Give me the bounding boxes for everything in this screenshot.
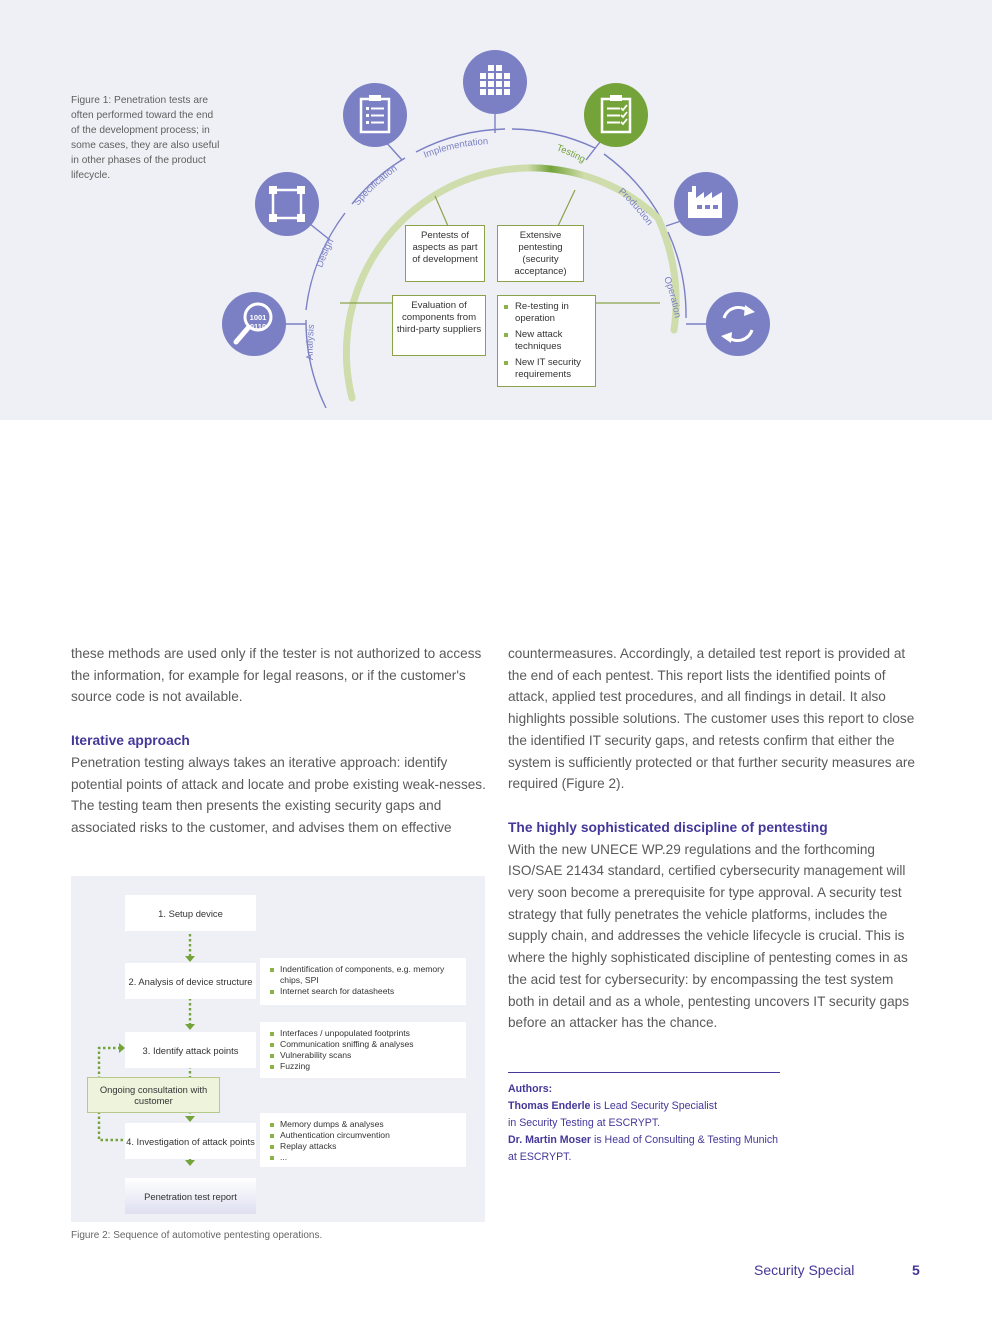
notes-investigation: Memory dumps & analyses Authentication c…: [260, 1113, 466, 1167]
authors-block: Authors: Thomas Enderle is Lead Security…: [508, 1081, 778, 1166]
list-item: New attack techniques: [504, 329, 589, 353]
phase-arc: [305, 128, 687, 409]
step-analysis: 2. Analysis of device structure: [125, 963, 256, 999]
svg-text:1001: 1001: [250, 313, 267, 322]
list-item: Replay attacks: [270, 1141, 458, 1152]
clipboard-list-icon: [343, 83, 407, 147]
author-role: in Security Testing at ESCRYPT.: [508, 1117, 661, 1129]
consultation-box: Ongoing consultation with customer: [87, 1077, 220, 1113]
list-item: New IT security requirements: [504, 357, 589, 381]
phase-label-implementation: Implementation: [422, 136, 488, 161]
list-item: Fuzzing: [270, 1061, 458, 1072]
notes-identify: Interfaces / unpopulated footprints Comm…: [260, 1022, 466, 1078]
step-setup-device: 1. Setup device: [125, 895, 256, 931]
paragraph: Penetration testing always takes an iter…: [71, 754, 486, 835]
page-number: 5: [912, 1262, 920, 1278]
list-item: Re-testing in operation: [504, 301, 589, 325]
step-investigation: 4. Investigation of attack points: [125, 1123, 256, 1159]
box-operation-tests: Re-testing in operation New attack techn…: [497, 295, 596, 387]
list-item: Indentification of components, e.g. memo…: [270, 964, 458, 986]
phase-label-analysis: Analysis: [305, 323, 318, 360]
divider: [508, 1072, 780, 1073]
phase-label-testing: Testing: [555, 143, 587, 166]
right-column: countermeasures. Accordingly, a detailed…: [508, 643, 923, 1034]
publication-title: Security Special: [754, 1262, 855, 1278]
author-role: is Head of Consulting & Testing Munich: [591, 1134, 779, 1146]
phase-label-specification: Specification: [352, 163, 400, 208]
list-item: Interfaces / unpopulated footprints: [270, 1028, 458, 1039]
list-item: ...: [270, 1152, 458, 1163]
list-item: Communication sniffing & analyses: [270, 1039, 458, 1050]
phase-label-design: Design: [314, 237, 336, 269]
svg-text:0110: 0110: [250, 322, 266, 331]
clipboard-check-icon: [584, 83, 648, 147]
paragraph: With the new UNECE WP.29 regulations and…: [508, 841, 910, 1031]
design-grid-icon: [255, 172, 319, 236]
box-third-party: Evaluation of components from third-part…: [392, 295, 486, 356]
paragraph: countermeasures. Accordingly, a detailed…: [508, 646, 915, 792]
step-identify: 3. Identify attack points: [125, 1032, 256, 1068]
author-role: is Lead Security Specialist: [590, 1100, 718, 1112]
paragraph: these methods are used only if the teste…: [71, 646, 482, 705]
authors-label: Authors:: [508, 1083, 553, 1095]
list-item: Internet search for datasheets: [270, 986, 458, 997]
author-name: Dr. Martin Moser: [508, 1134, 592, 1146]
box-security-acceptance: Extensive pentesting (security acceptanc…: [497, 225, 584, 282]
figure1-caption: Figure 1: Penetration tests are often pe…: [71, 95, 220, 181]
list-item: Memory dumps & analyses: [270, 1119, 458, 1130]
heading-iterative-approach: Iterative approach: [71, 733, 190, 749]
author-name: Thomas Enderle: [508, 1100, 591, 1112]
report-box: Penetration test report: [125, 1178, 256, 1214]
magnifier-binary-icon: 1001 0110: [222, 292, 286, 356]
box-pentests-development: Pentests of aspects as part of developme…: [405, 225, 485, 282]
notes-analysis: Indentification of components, e.g. memo…: [260, 958, 466, 1005]
heading-sophisticated-discipline: The highly sophisticated discipline of p…: [508, 819, 828, 835]
author-role: at ESCRYPT.: [508, 1151, 572, 1163]
left-column: these methods are used only if the teste…: [71, 643, 491, 839]
figure2-caption: Figure 2: Sequence of automotive pentest…: [71, 1230, 323, 1241]
factory-icon: [674, 172, 738, 236]
list-item: Vulnerability scans: [270, 1050, 458, 1061]
cycle-arrows-icon: [706, 292, 770, 356]
lifecycle-diagram: Analysis Design Specification Implementa…: [222, 50, 770, 409]
development-arc: [342, 164, 680, 402]
building-blocks-icon: [463, 50, 527, 114]
figure2-flowchart: 1. Setup device 2. Analysis of device st…: [71, 876, 485, 1222]
list-item: Authentication circumvention: [270, 1130, 458, 1141]
